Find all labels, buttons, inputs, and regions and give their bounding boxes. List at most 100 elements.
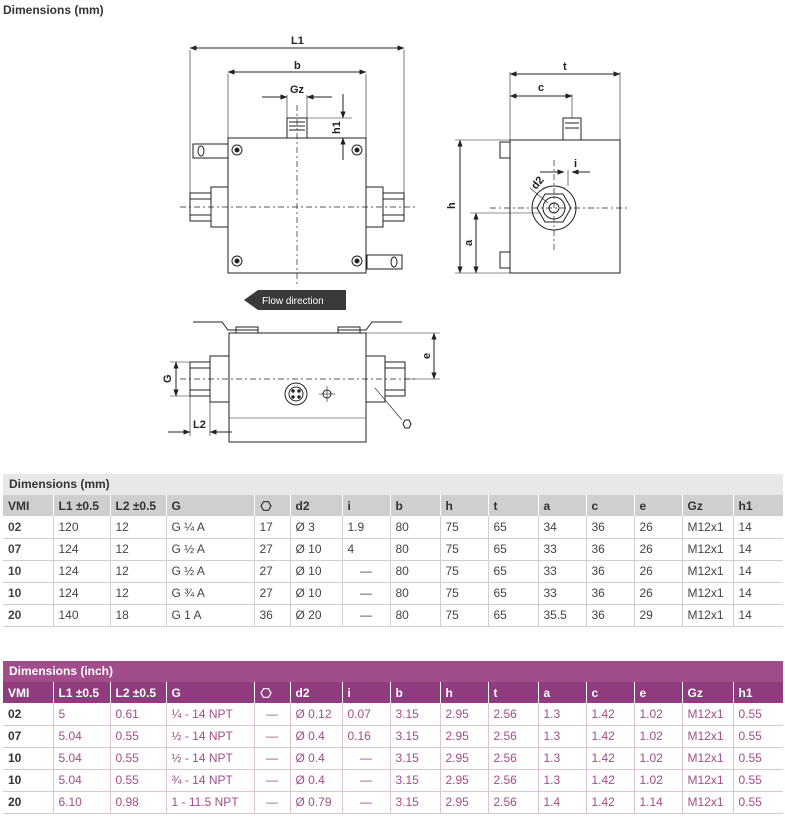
table-cell: 75 — [439, 604, 488, 627]
table-cell: 65 — [487, 604, 538, 627]
table-cell: 1.42 — [585, 725, 634, 748]
table-cell: 14 — [732, 582, 783, 605]
table-cell: 2.56 — [487, 703, 538, 726]
label-b: b — [294, 60, 301, 72]
table-cell: 29 — [633, 604, 682, 627]
table-cell: — — [341, 747, 390, 770]
column-header: VMI — [3, 495, 53, 516]
table-cell: Ø 3 — [289, 516, 342, 539]
table-cell: Ø 0.4 — [289, 747, 342, 770]
table-cell: 07 — [3, 538, 53, 561]
table-cell: 0.55 — [109, 769, 166, 792]
table-cell: 124 — [52, 560, 110, 583]
table-cell: 12 — [109, 538, 166, 561]
table-cell: Ø 0.79 — [289, 791, 342, 814]
label-i: i — [574, 158, 577, 170]
column-header: Gz — [681, 682, 733, 703]
table-cell: 5.04 — [52, 747, 110, 770]
table-cell: — — [253, 703, 290, 726]
table-cell: 140 — [52, 604, 110, 627]
table-cell: 14 — [732, 516, 783, 539]
column-header: d2 — [289, 682, 342, 703]
table-cell: 80 — [389, 560, 440, 583]
table-cell: 26 — [633, 582, 682, 605]
column-header: h — [439, 682, 488, 703]
table-cell: 1.42 — [585, 791, 634, 814]
table-cell: M12x1 — [681, 604, 733, 627]
table-cell: 6.10 — [52, 791, 110, 814]
table-cell: 36 — [585, 516, 634, 539]
table-cell: G ¾ A — [165, 582, 254, 605]
column-header: t — [487, 495, 538, 516]
table-cell: 120 — [52, 516, 110, 539]
label-L1: L1 — [291, 35, 304, 47]
table-cell: 1.02 — [633, 747, 682, 770]
table-cell: 1.02 — [633, 703, 682, 726]
table-cell: 26 — [633, 560, 682, 583]
table-cell: Ø 0.4 — [289, 725, 342, 748]
table-cell: 20 — [3, 791, 53, 814]
table-cell: 80 — [389, 538, 440, 561]
table-cell: 36 — [585, 560, 634, 583]
column-header: L2 ±0.5 — [109, 682, 166, 703]
table-cell: 4 — [341, 538, 390, 561]
table-cell: 1.42 — [585, 703, 634, 726]
table-cell: 10 — [3, 769, 53, 792]
table-cell: 02 — [3, 703, 53, 726]
column-header: a — [537, 495, 586, 516]
table-cell: 2.56 — [487, 725, 538, 748]
table-cell: — — [253, 747, 290, 770]
table-cell: 124 — [52, 538, 110, 561]
table-cell: 12 — [109, 560, 166, 583]
column-header: d2 — [289, 495, 342, 516]
column-header: L1 ±0.5 — [52, 495, 110, 516]
column-header: VMI — [3, 682, 53, 703]
table-cell: 2.95 — [439, 747, 488, 770]
table-cell: 5.04 — [52, 769, 110, 792]
table-cell: ½ - 14 NPT — [165, 747, 254, 770]
column-header: a — [537, 682, 586, 703]
table-cell: 1.3 — [537, 747, 586, 770]
table-cell: 14 — [732, 560, 783, 583]
table-cell: 35.5 — [537, 604, 586, 627]
table-cell: 36 — [585, 582, 634, 605]
label-t: t — [563, 61, 567, 73]
table-cell: 36 — [585, 538, 634, 561]
table-cell: 0.55 — [109, 725, 166, 748]
table-cell: 2.56 — [487, 747, 538, 770]
table-cell: 0.55 — [732, 703, 783, 726]
table-cell: 12 — [109, 582, 166, 605]
front-view — [168, 321, 440, 443]
table-cell: 3.15 — [389, 703, 440, 726]
table-cell: Ø 10 — [289, 582, 342, 605]
table-cell: 0.16 — [341, 725, 390, 748]
table-cell: 124 — [52, 582, 110, 605]
table-cell: — — [341, 769, 390, 792]
table-cell: 17 — [253, 516, 290, 539]
table-cell: 10 — [3, 747, 53, 770]
table-cell: 1.42 — [585, 747, 634, 770]
table-cell: Ø 10 — [289, 560, 342, 583]
table-cell: 27 — [253, 582, 290, 605]
table-cell: 12 — [109, 516, 166, 539]
table-cell: M12x1 — [681, 703, 733, 726]
table-cell: G ¼ A — [165, 516, 254, 539]
table-cell: — — [341, 582, 390, 605]
table-cell: — — [253, 769, 290, 792]
table-cell: — — [341, 560, 390, 583]
table-cell: G ½ A — [165, 538, 254, 561]
table-cell: G 1 A — [165, 604, 254, 627]
table-cell: 65 — [487, 582, 538, 605]
table-cell: M12x1 — [681, 791, 733, 814]
table-cell: 27 — [253, 538, 290, 561]
table-cell: — — [341, 791, 390, 814]
table-cell: 1.02 — [633, 769, 682, 792]
label-L2: L2 — [193, 419, 206, 431]
table-cell: 3.15 — [389, 725, 440, 748]
table-inch-title: Dimensions (inch) — [3, 661, 783, 682]
table-cell: 0.55 — [109, 747, 166, 770]
